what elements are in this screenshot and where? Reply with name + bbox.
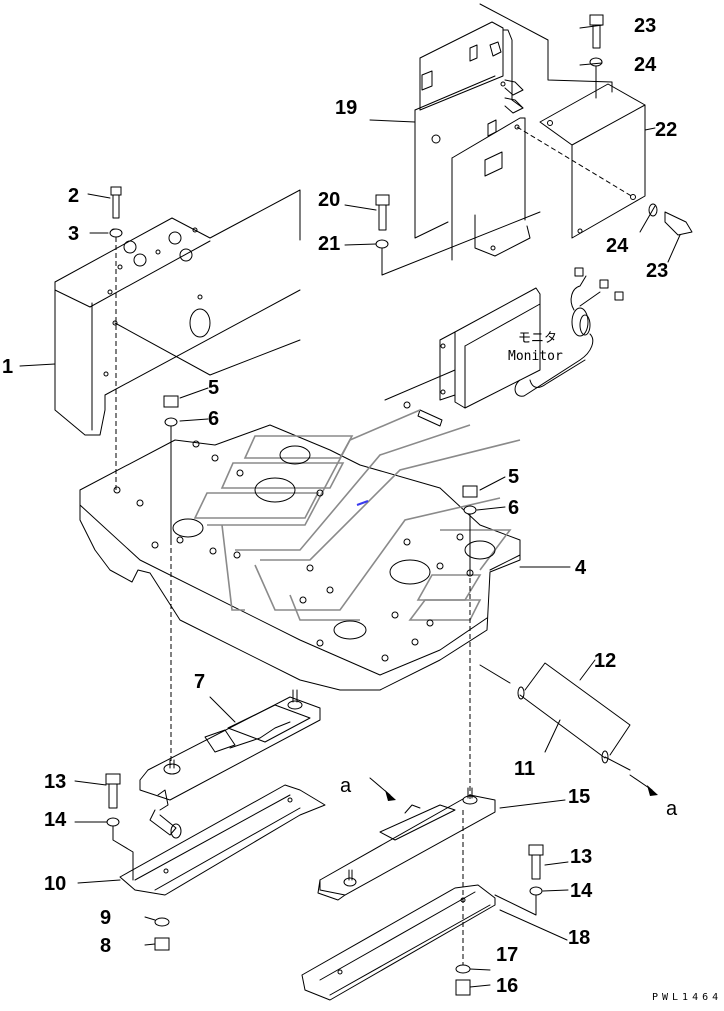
callout-8: 8	[100, 935, 111, 957]
callout-13-left: 13	[44, 771, 66, 793]
callout-23-side: 23	[646, 260, 668, 282]
callout-14-right: 14	[570, 880, 593, 902]
callout-4: 4	[575, 557, 587, 579]
callout-21: 21	[318, 233, 340, 255]
monitor-label-en: Monitor	[508, 349, 563, 364]
rail-bracket-right	[301, 884, 496, 1001]
view-ref-a-start: a	[340, 775, 352, 797]
callout-3: 3	[68, 223, 79, 245]
monitor-label-jp: モニタ	[518, 331, 557, 346]
callout-9: 9	[100, 907, 111, 929]
callout-7: 7	[194, 671, 205, 693]
callouts: 1 2 3 4 5 6 5 6 7 8 9 10 11 12 13 14 13 …	[2, 15, 678, 997]
callout-15: 15	[568, 786, 590, 808]
callout-11: 11	[514, 758, 535, 780]
callout-5-right: 5	[508, 466, 519, 488]
rail-bracket-left	[119, 784, 326, 896]
callout-17: 17	[496, 944, 518, 966]
callout-22: 22	[655, 119, 677, 141]
leader-lines	[19, 24, 681, 988]
fasteners	[105, 14, 693, 996]
monitor-bracket	[414, 3, 613, 261]
dimension-tick	[356, 500, 369, 506]
callout-1: 1	[2, 356, 13, 378]
callout-13-right: 13	[570, 846, 592, 868]
callout-16: 16	[496, 975, 518, 997]
callout-19: 19	[335, 97, 357, 119]
callout-6-left: 6	[208, 408, 219, 430]
callout-10: 10	[44, 873, 66, 895]
view-ref-a-end: a	[666, 798, 678, 820]
monitor: モニタ Monitor	[384, 267, 624, 427]
callout-5-left: 5	[208, 377, 219, 399]
callout-24-top: 24	[634, 54, 657, 76]
callout-24-side: 24	[606, 235, 629, 257]
seat-rail-right	[317, 787, 496, 901]
callout-6-right: 6	[508, 497, 519, 519]
plate-holes	[113, 440, 474, 662]
seat-rail-left	[139, 689, 321, 839]
floor-mark	[193, 409, 521, 621]
callout-14-left: 14	[44, 809, 67, 831]
callout-23-top: 23	[634, 15, 656, 37]
callout-12: 12	[594, 650, 616, 672]
callout-20: 20	[318, 189, 340, 211]
callout-2: 2	[68, 185, 79, 207]
callout-18: 18	[568, 927, 590, 949]
rod-and-sleeve	[369, 662, 658, 801]
mounting-plate	[79, 409, 521, 691]
drawing-code: PWL1464	[652, 992, 722, 1003]
cover	[516, 83, 646, 239]
seat-riser	[54, 189, 301, 436]
